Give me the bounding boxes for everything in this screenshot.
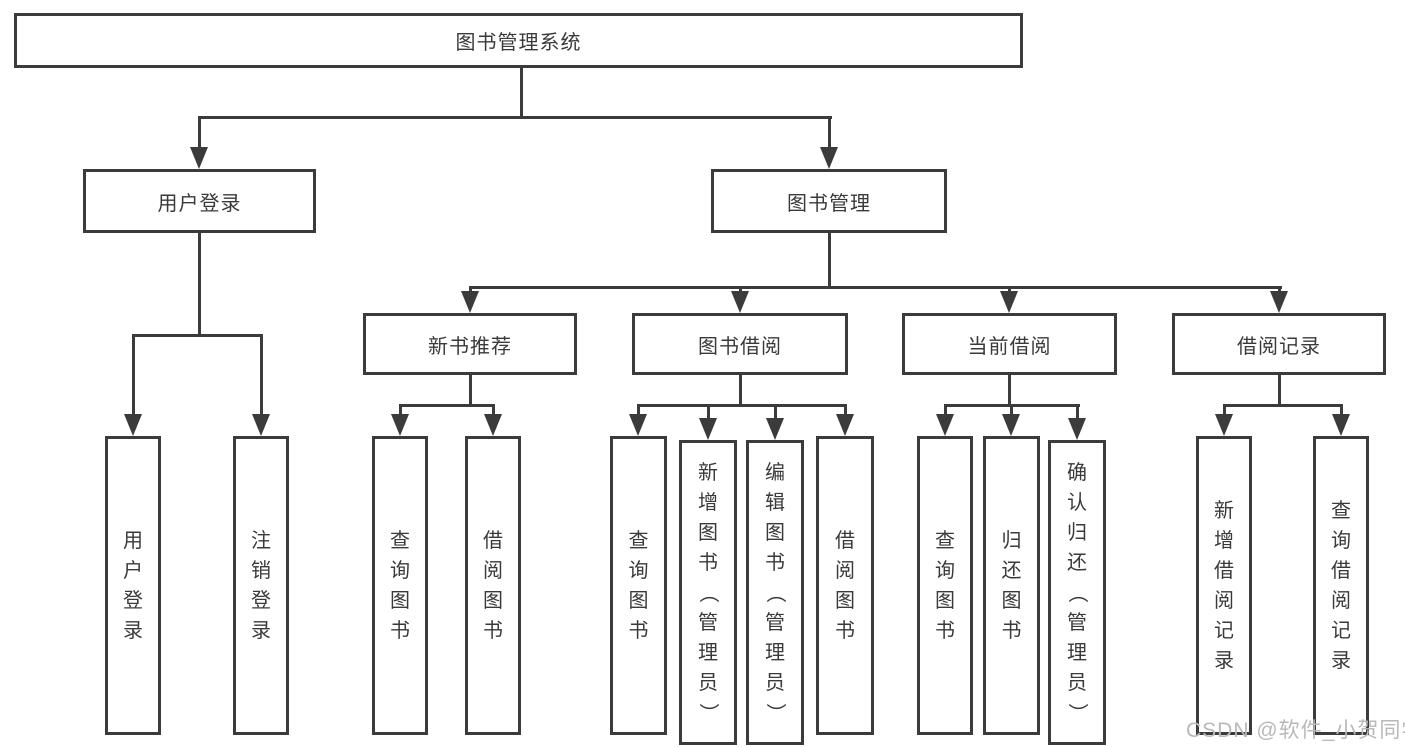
node-new-book-recommend-label: 新书推荐 — [428, 335, 512, 358]
arrowhead-icon — [190, 147, 208, 169]
leaf-query-books-borrow: 查询图书 — [610, 436, 667, 735]
connector-line — [739, 375, 742, 406]
arrowhead-icon — [766, 418, 784, 440]
connector-line — [520, 68, 523, 118]
arrowhead-icon — [461, 291, 479, 313]
connector-line — [198, 116, 832, 119]
node-user-login-label: 用户登录 — [157, 192, 242, 215]
connector-line — [1008, 375, 1011, 406]
leaf-borrow-books-recommend: 借阅图书 — [465, 436, 521, 735]
connector-line — [132, 334, 263, 337]
csdn-watermark: CSDN @软件_小贺同学 — [1186, 719, 1405, 742]
arrowhead-icon — [1000, 291, 1018, 313]
node-book-management: 图书管理 — [711, 169, 947, 233]
connector-line — [198, 233, 201, 335]
arrowhead-icon — [252, 414, 270, 436]
node-root-label: 图书管理系统 — [455, 32, 582, 54]
node-book-management-label: 图书管理 — [787, 192, 871, 215]
leaf-borrow-books: 借阅图书 — [816, 436, 874, 735]
connector-line — [469, 286, 1282, 289]
connector-line — [1076, 404, 1079, 420]
leaf-query-books-recommend: 查询图书 — [372, 436, 428, 735]
connector-line — [828, 116, 831, 150]
node-book-borrow: 图书借阅 — [632, 313, 848, 375]
connector-line — [132, 334, 135, 420]
arrowhead-icon — [391, 414, 409, 436]
arrowhead-icon — [484, 414, 502, 436]
node-root: 图书管理系统 — [14, 13, 1023, 68]
connector-line — [399, 404, 402, 420]
arrowhead-icon — [124, 414, 142, 436]
connector-line — [637, 404, 640, 420]
leaf-logout: 注销登录 — [233, 436, 289, 735]
connector-line — [844, 404, 847, 420]
leaf-user-login: 用户登录 — [105, 436, 161, 735]
connector-line — [492, 404, 495, 420]
node-borrow-records: 借阅记录 — [1172, 313, 1386, 375]
connector-line — [774, 404, 777, 420]
connector-line — [1340, 404, 1343, 420]
connector-line — [637, 404, 847, 407]
node-current-borrow-label: 当前借阅 — [967, 335, 1052, 358]
connector-line — [828, 233, 831, 287]
leaf-return-book: 归还图书 — [983, 436, 1040, 735]
node-current-borrow: 当前借阅 — [902, 313, 1117, 375]
leaf-query-books-current: 查询图书 — [917, 436, 973, 735]
connector-line — [469, 375, 472, 406]
node-user-login: 用户登录 — [83, 169, 316, 233]
connector-line — [707, 404, 710, 420]
node-new-book-recommend: 新书推荐 — [363, 313, 577, 375]
arrowhead-icon — [936, 414, 954, 436]
connector-line — [1223, 404, 1226, 420]
leaf-add-book-admin: 新增图书（管理员） — [679, 440, 737, 745]
arrowhead-icon — [699, 418, 717, 440]
connector-line — [1010, 404, 1013, 420]
leaf-query-borrow-record: 查询借阅记录 — [1313, 436, 1369, 735]
connector-line — [198, 116, 201, 150]
arrowhead-icon — [1270, 291, 1288, 313]
arrowhead-icon — [1332, 414, 1350, 436]
arrowhead-icon — [820, 147, 838, 169]
connector-line — [1223, 404, 1343, 407]
leaf-edit-book-admin: 编辑图书（管理员） — [746, 440, 804, 745]
arrowhead-icon — [836, 414, 854, 436]
arrowhead-icon — [629, 414, 647, 436]
arrowhead-icon — [731, 291, 749, 313]
connector-line — [399, 404, 495, 407]
leaf-confirm-return-admin: 确认归还（管理员） — [1048, 440, 1106, 745]
arrowhead-icon — [1068, 418, 1086, 440]
connector-line — [944, 404, 947, 420]
connector-line — [260, 334, 263, 420]
arrowhead-icon — [1215, 414, 1233, 436]
leaf-add-borrow-record: 新增借阅记录 — [1196, 436, 1252, 735]
node-borrow-records-label: 借阅记录 — [1237, 335, 1321, 358]
arrowhead-icon — [1002, 414, 1020, 436]
connector-line — [1278, 375, 1281, 406]
node-book-borrow-label: 图书借阅 — [698, 335, 782, 358]
